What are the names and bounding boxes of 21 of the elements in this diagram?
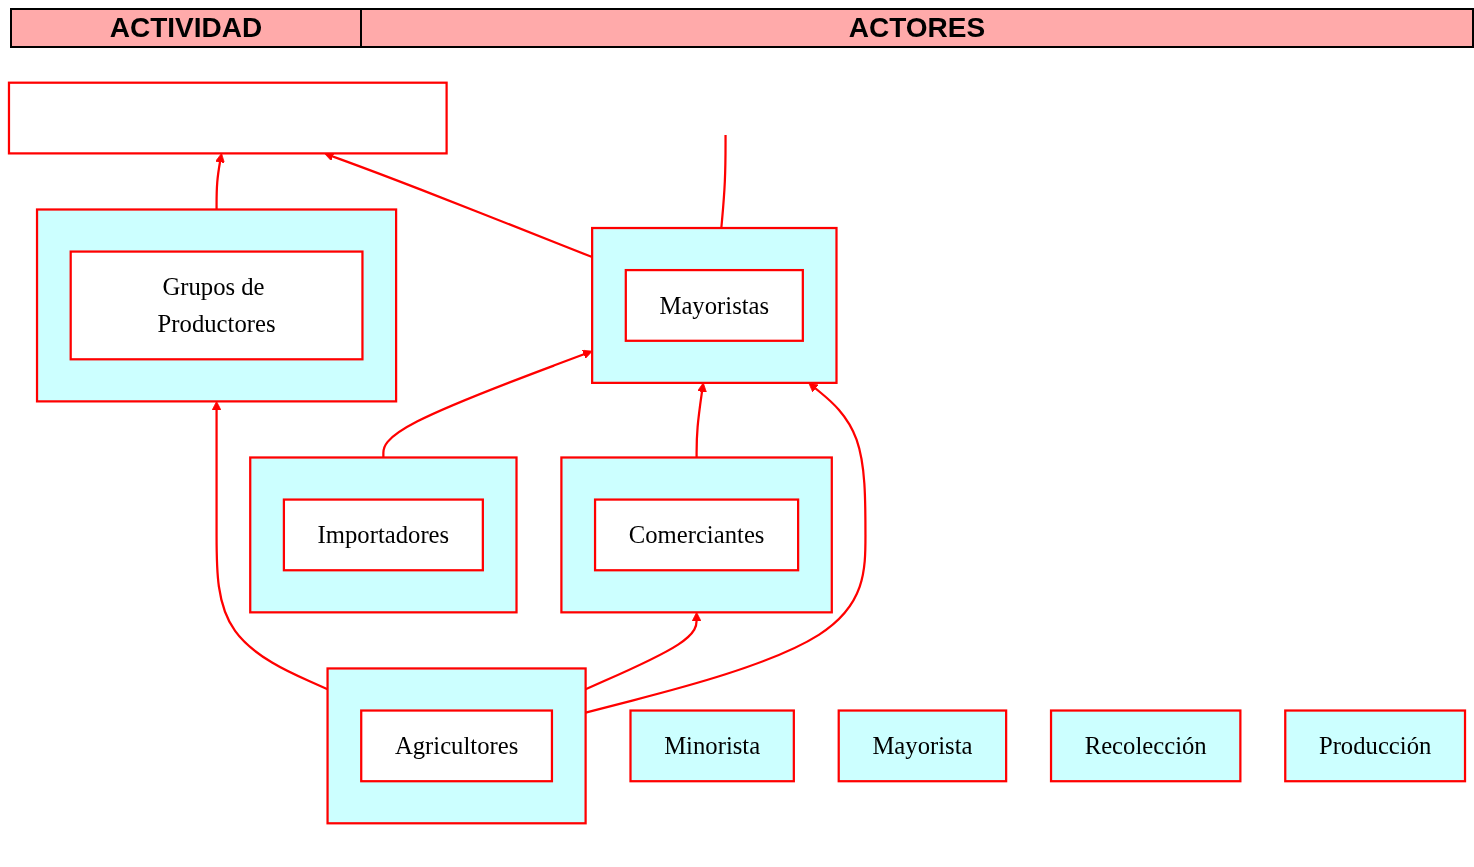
arrow xyxy=(585,382,867,714)
connector xyxy=(720,134,727,229)
node-box: Agricultores xyxy=(360,709,554,783)
node-box: Mayoristas xyxy=(624,268,804,342)
column-header: ACTORES xyxy=(847,11,987,45)
cluster xyxy=(35,208,398,403)
column-header: ACTIVIDAD xyxy=(12,10,362,46)
cluster xyxy=(591,226,838,384)
cluster xyxy=(249,456,518,614)
node-box: Producción xyxy=(1284,709,1467,783)
cluster xyxy=(326,667,587,825)
cluster xyxy=(560,456,833,614)
node-box: Mayorista xyxy=(837,709,1008,783)
node-box: Minorista xyxy=(629,709,795,783)
node-box: Recolección xyxy=(1049,709,1242,783)
node-box: Comerciantes xyxy=(593,498,800,572)
node-box: Grupos de Productores xyxy=(69,250,364,361)
node-box xyxy=(7,81,448,155)
arrow xyxy=(382,349,593,458)
node-box: Importadores xyxy=(282,498,484,572)
arrow xyxy=(695,382,707,458)
